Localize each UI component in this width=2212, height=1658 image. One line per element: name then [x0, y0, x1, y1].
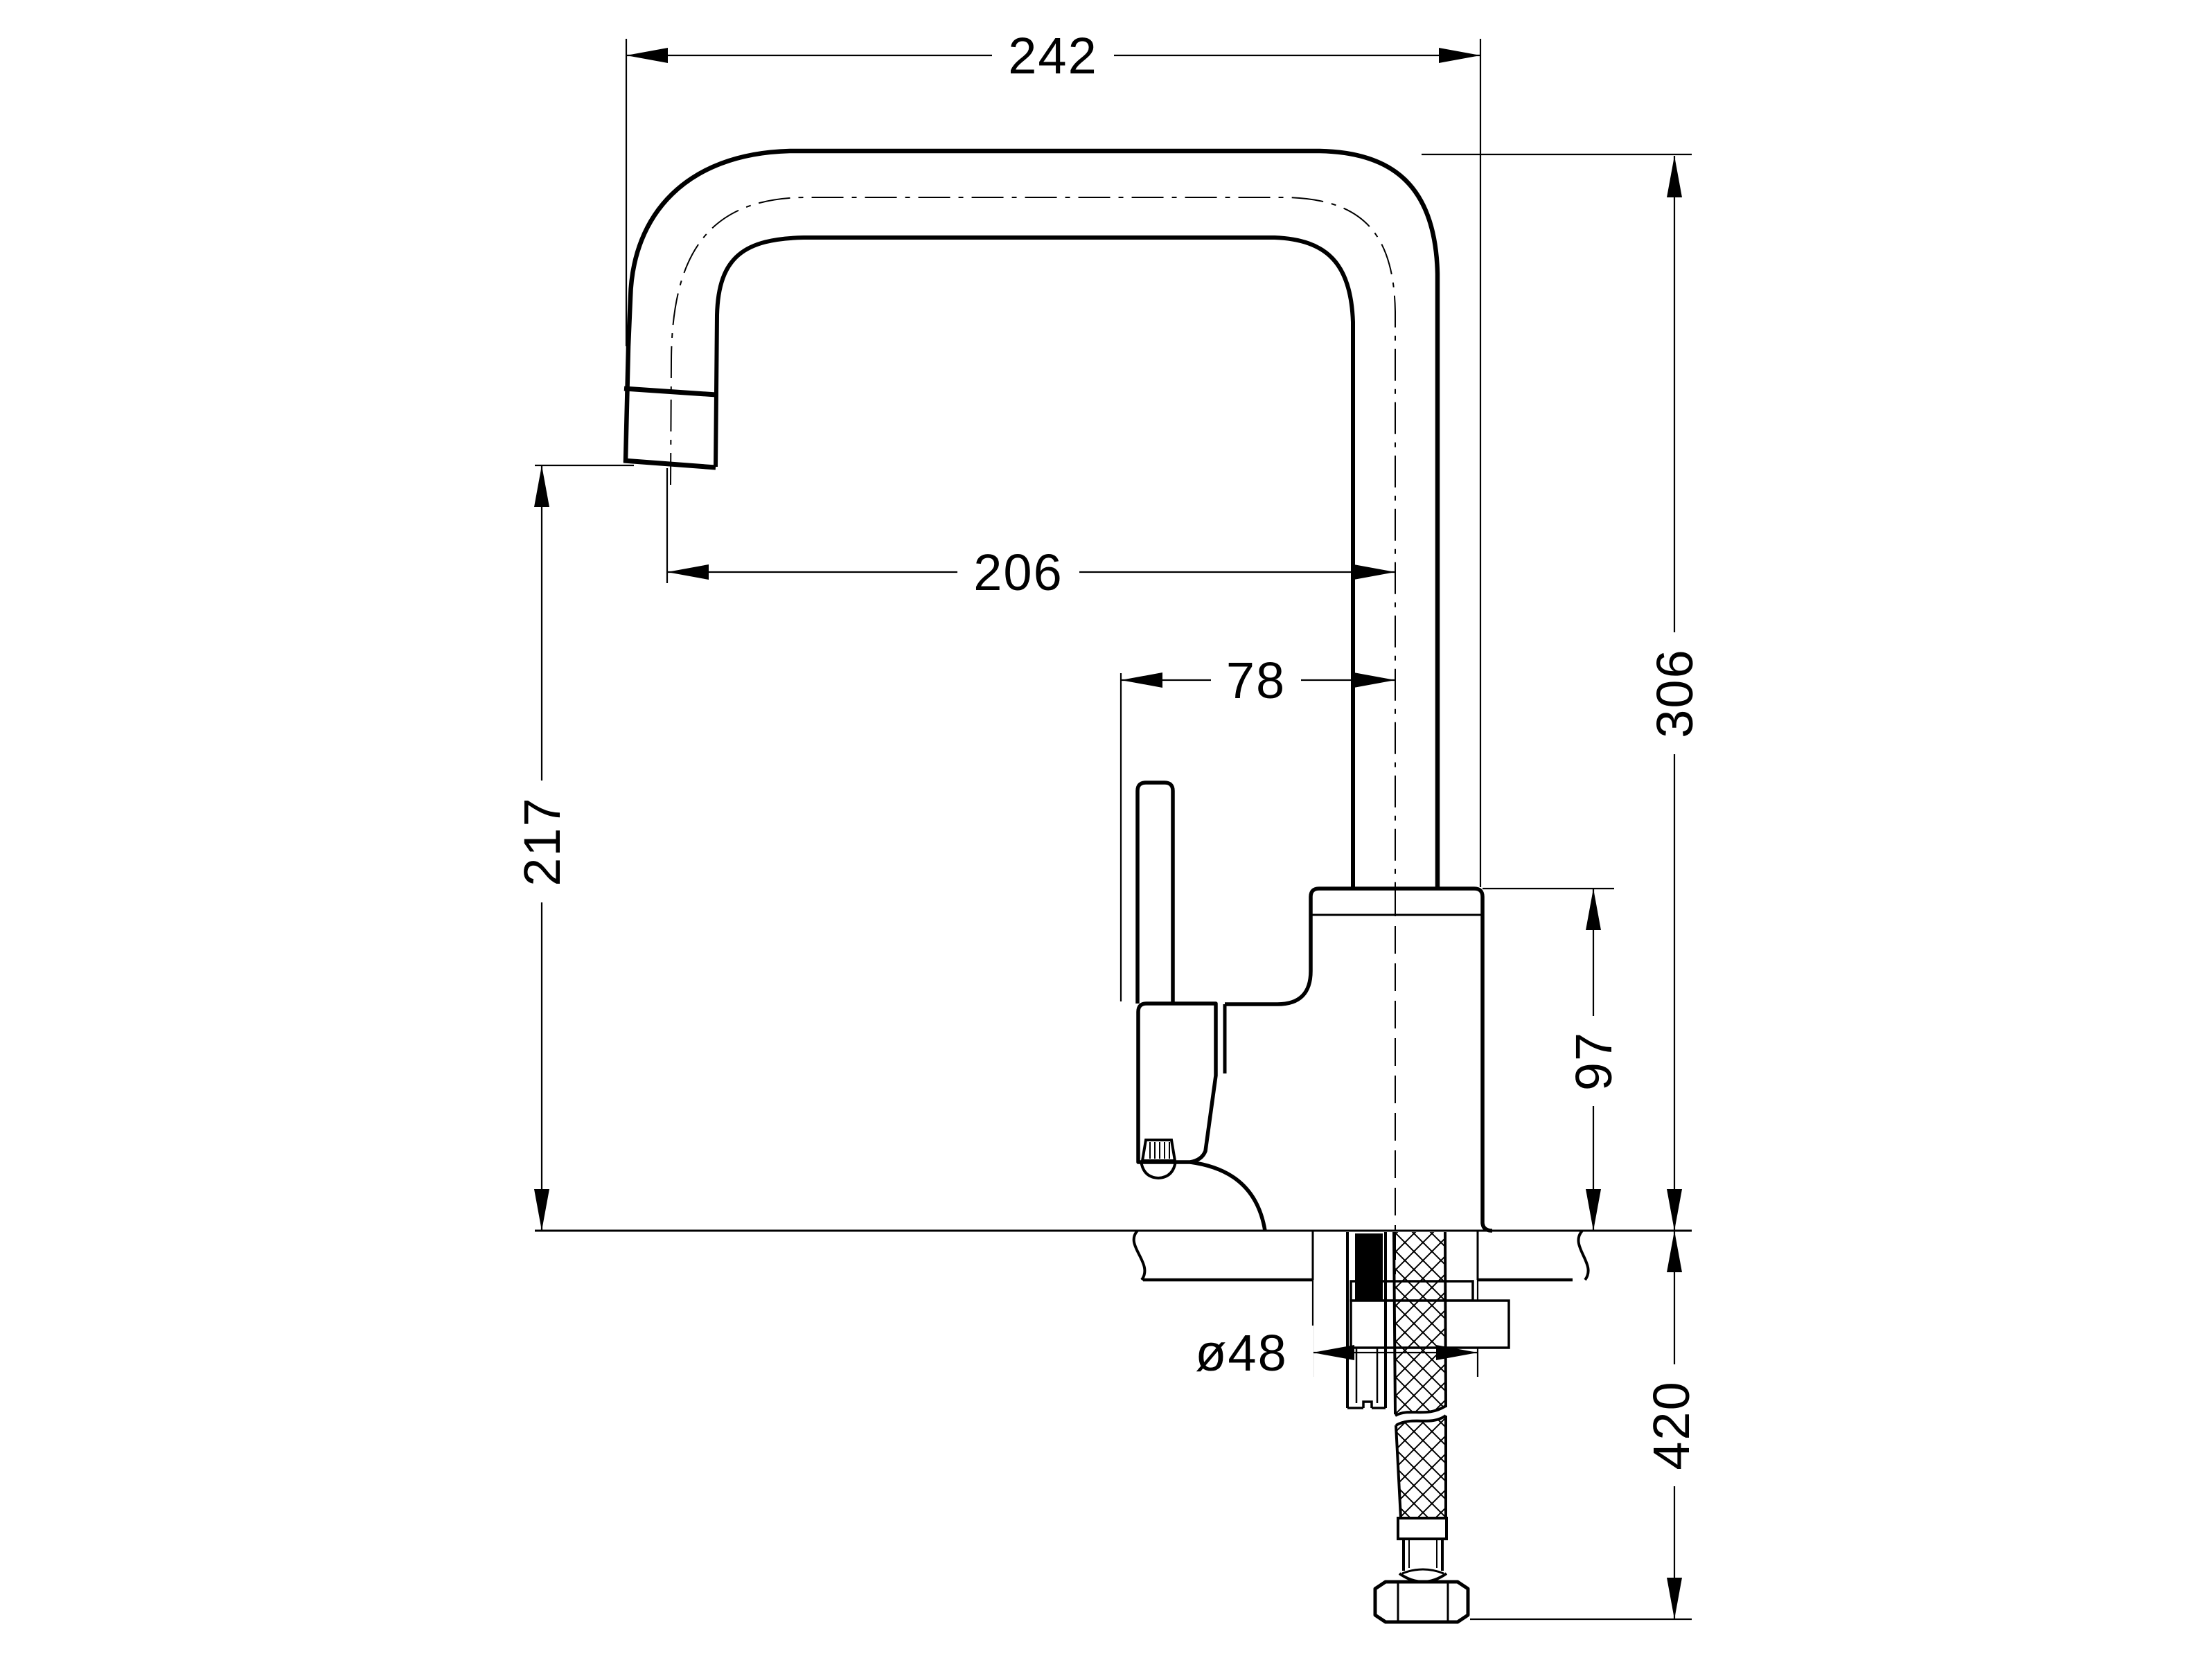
hose-break-line-1	[1395, 1405, 1447, 1417]
dim-text-hose-length: 420	[1643, 1380, 1700, 1470]
arrow-206-left	[667, 564, 709, 580]
arrow-48-right	[1436, 1345, 1478, 1360]
handle-lever	[1135, 781, 1175, 1004]
body-left-shoulder	[1225, 915, 1313, 1006]
hose-lower-hatch	[1396, 1416, 1446, 1518]
gap-306	[1648, 632, 1702, 754]
dim-text-outlet-height: 217	[513, 796, 571, 886]
gap-48	[1169, 1326, 1313, 1380]
spout-outlet-end	[623, 458, 716, 470]
arrow-242-left	[626, 48, 668, 63]
gap-97	[1567, 1016, 1621, 1106]
arrow-306-bottom	[1667, 1189, 1682, 1231]
shank-thread-section	[1355, 1233, 1383, 1300]
handle-base-block	[1136, 1001, 1218, 1164]
body-flange-band	[1309, 886, 1485, 915]
arrow-420-bottom	[1667, 1578, 1682, 1619]
dim-text-height-above-deck: 306	[1646, 648, 1704, 738]
gap-217	[515, 781, 569, 902]
hose-hex-nut	[1373, 1580, 1470, 1624]
dim-text-handle-offset: 78	[1226, 652, 1286, 709]
spout-centerline	[670, 197, 1396, 889]
set-screw-knurl-hatch	[1149, 1142, 1170, 1159]
hose-neck-outer	[1402, 1539, 1444, 1571]
gap-78	[1211, 652, 1301, 706]
counter-deck-section	[535, 1229, 1692, 1282]
arrow-97-bottom	[1586, 1189, 1601, 1231]
shank-bottom-end	[1347, 1400, 1386, 1409]
gap-242	[992, 28, 1114, 82]
dim-text-spout-reach: 206	[973, 544, 1063, 601]
body-right-side	[1480, 915, 1493, 1233]
hose-ferrule-collar	[1397, 1517, 1448, 1540]
set-screw	[1140, 1139, 1177, 1180]
arrow-206-right	[1354, 564, 1395, 580]
spout-inner-wall	[714, 235, 1355, 889]
arrow-48-left	[1313, 1345, 1354, 1360]
gap-420	[1645, 1364, 1699, 1486]
dim-text-overall-width: 242	[1008, 27, 1097, 84]
faucet-outline	[623, 148, 1493, 1413]
text-gaps	[515, 28, 1702, 1486]
hose-upper-hatch	[1394, 1232, 1446, 1416]
arrow-420-top	[1667, 1231, 1682, 1272]
hose-left-edge-lower	[1395, 1425, 1402, 1519]
aerator-joint-line	[623, 386, 717, 398]
dim-text-body-height: 97	[1565, 1031, 1622, 1091]
dimension-lines	[540, 54, 1676, 1619]
set-screw-dome	[1140, 1160, 1177, 1180]
spout-outer-wall	[623, 148, 1440, 889]
hose-neck-inner	[1408, 1540, 1437, 1568]
body-bottom-left-curve	[1189, 1160, 1267, 1231]
extension-lines	[535, 39, 1692, 1621]
installation-parts	[1346, 1231, 1510, 1624]
gap-206	[957, 544, 1079, 598]
hose-right-edge-upper	[1444, 1231, 1447, 1408]
dim-text-hole-diameter: ø48	[1195, 1324, 1288, 1382]
arrow-78-left	[1121, 672, 1162, 688]
dimension-texts: 242 206 78 ø48 217 306 97 420	[513, 27, 1704, 1470]
hose-break-line-2	[1395, 1414, 1447, 1427]
deck-break-right	[1577, 1229, 1590, 1281]
hose-left-edge-upper	[1392, 1231, 1397, 1415]
arrow-242-right	[1439, 48, 1480, 63]
hex-nut-facets	[1397, 1583, 1449, 1621]
deck-break-left	[1132, 1229, 1147, 1281]
hose-ring-top	[1401, 1568, 1444, 1575]
dimension-arrowheads	[534, 48, 1682, 1619]
arrow-78-right	[1354, 672, 1395, 688]
arrow-217-bottom	[534, 1189, 549, 1231]
arrow-217-top	[534, 465, 549, 507]
arrow-97-top	[1586, 889, 1601, 930]
arrow-306-top	[1667, 156, 1682, 197]
shank-inner-lines	[1355, 1348, 1379, 1403]
